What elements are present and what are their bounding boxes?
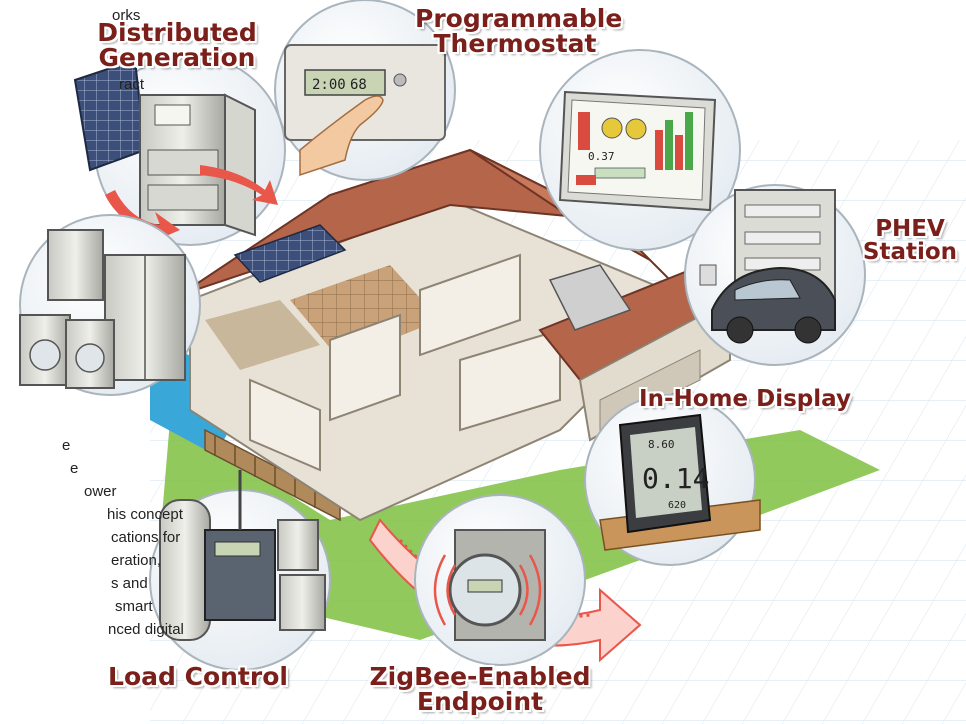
text-line: orks bbox=[112, 7, 141, 24]
label-line: Thermostat bbox=[433, 29, 597, 58]
monitor-value: 0.37 bbox=[588, 150, 615, 163]
label-programmable-thermostat: Programmable Thermostat bbox=[415, 4, 623, 58]
kitchen-floor bbox=[290, 265, 440, 360]
label-line: Endpoint bbox=[416, 687, 544, 716]
thermostat-temp: 68 bbox=[350, 77, 367, 93]
text-line: smart bbox=[115, 598, 153, 615]
text-line: e bbox=[70, 460, 79, 477]
hand-icon bbox=[299, 95, 384, 177]
text-line: ract bbox=[119, 76, 145, 93]
zigbee-meter-bubble bbox=[414, 494, 586, 666]
text-line: nced digital bbox=[108, 621, 184, 638]
label-distributed-generation: Distributed Generation bbox=[92, 20, 262, 70]
appliances-bubble bbox=[19, 214, 201, 396]
thermostat-bubble: 2:00 68 bbox=[274, 0, 456, 181]
label-zigbee-endpoint: ZigBee-Enabled Endpoint bbox=[360, 664, 600, 714]
label-line: PHEV bbox=[875, 216, 945, 242]
text-line: cations for bbox=[111, 529, 181, 546]
text-line: eration, bbox=[111, 552, 162, 569]
label-line: Generation bbox=[98, 43, 256, 72]
ihd-main-value: 0.14 bbox=[642, 462, 709, 495]
distributed-generation-bubble bbox=[73, 54, 286, 246]
text-line: with bbox=[113, 53, 140, 70]
label-line: Programmable bbox=[415, 4, 623, 33]
body-text-top: orks on with ract bbox=[0, 4, 144, 96]
label-in-home-display: In-Home Display bbox=[639, 386, 851, 412]
text-line: s and bbox=[111, 575, 148, 592]
thermostat-time: 2:00 bbox=[312, 77, 346, 93]
ihd-bottom-value: 620 bbox=[668, 500, 686, 511]
body-text-bottom: e e ower his concept cations for eration… bbox=[0, 434, 184, 641]
roof-solar-array bbox=[233, 224, 347, 283]
energy-monitor-bubble: 0.37 bbox=[539, 49, 741, 251]
label-line: ZigBee-Enabled bbox=[369, 662, 591, 691]
text-line: e bbox=[62, 437, 71, 454]
label-phev-station: PHEV Station bbox=[860, 218, 960, 264]
load-control-bubble bbox=[149, 470, 331, 671]
bedroom-floor bbox=[205, 300, 320, 370]
text-line: ower bbox=[84, 483, 117, 500]
phev-station-bubble bbox=[684, 184, 866, 366]
text-line: his concept bbox=[107, 506, 183, 523]
interior-walls bbox=[249, 253, 561, 472]
in-home-display-bubble: 8.60 0.14 620 bbox=[584, 394, 761, 566]
text-line: on bbox=[122, 30, 139, 47]
label-line: Distributed bbox=[97, 18, 257, 47]
dishwasher bbox=[47, 229, 104, 301]
label-line: Station bbox=[862, 239, 958, 265]
label-load-control: Load Control bbox=[108, 662, 288, 691]
ihd-top-value: 8.60 bbox=[648, 438, 675, 451]
